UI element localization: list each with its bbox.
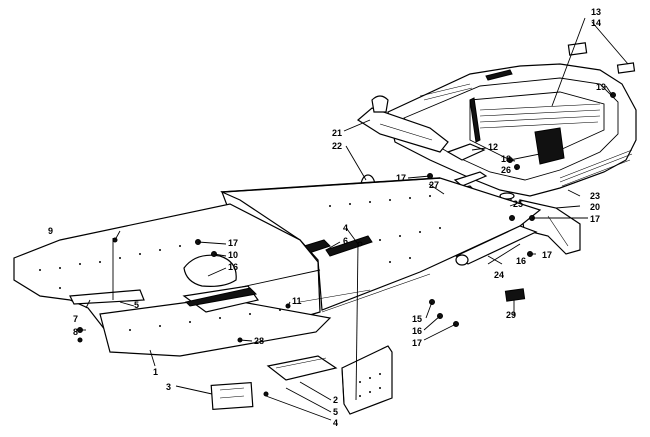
callout-15: 15	[412, 314, 422, 324]
callout-4-a: 4	[343, 223, 348, 233]
callout-17-d: 17	[542, 250, 552, 260]
callout-5-b: 5	[333, 407, 338, 417]
rear-bumper-assembly	[356, 42, 637, 255]
callout-11: 11	[292, 296, 302, 306]
callout-18: 18	[501, 154, 511, 164]
callout-22: 22	[332, 141, 342, 151]
callout-23: 23	[590, 191, 600, 201]
leader-lines	[80, 17, 629, 421]
callout-9: 9	[48, 226, 53, 236]
callout-16-c: 16	[412, 326, 422, 336]
callout-12: 12	[488, 142, 498, 152]
callout-26: 26	[501, 165, 511, 175]
callout-25: 25	[513, 199, 523, 209]
callout-17-b: 17	[590, 214, 600, 224]
hardware	[77, 92, 616, 397]
callout-24: 24	[494, 270, 504, 280]
callout-17-e: 17	[412, 338, 422, 348]
callout-27: 27	[429, 180, 439, 190]
callout-4-b: 4	[333, 418, 338, 428]
callout-13: 13	[591, 7, 601, 17]
callout-5-a: 5	[134, 300, 139, 310]
callout-labels: 13 14 19 21 22 12 18 26 17 27 25 23 20 1…	[48, 7, 606, 428]
tunnel-assembly	[13, 177, 542, 415]
callout-8: 8	[73, 327, 78, 337]
callout-1: 1	[153, 367, 158, 377]
callout-10: 10	[228, 250, 238, 260]
callout-14: 14	[591, 18, 601, 28]
callout-19: 19	[596, 82, 606, 92]
callout-17-c: 17	[228, 238, 238, 248]
callout-16-a: 16	[228, 262, 238, 272]
callout-16-b: 16	[516, 256, 526, 266]
callout-21: 21	[332, 128, 342, 138]
callout-28: 28	[254, 336, 264, 346]
callout-17-a: 17	[396, 173, 406, 183]
callout-3: 3	[166, 382, 171, 392]
callout-6: 6	[343, 236, 348, 246]
callout-29: 29	[506, 310, 516, 320]
callout-7: 7	[73, 314, 78, 324]
callout-20: 20	[590, 202, 600, 212]
callout-2: 2	[333, 395, 338, 405]
